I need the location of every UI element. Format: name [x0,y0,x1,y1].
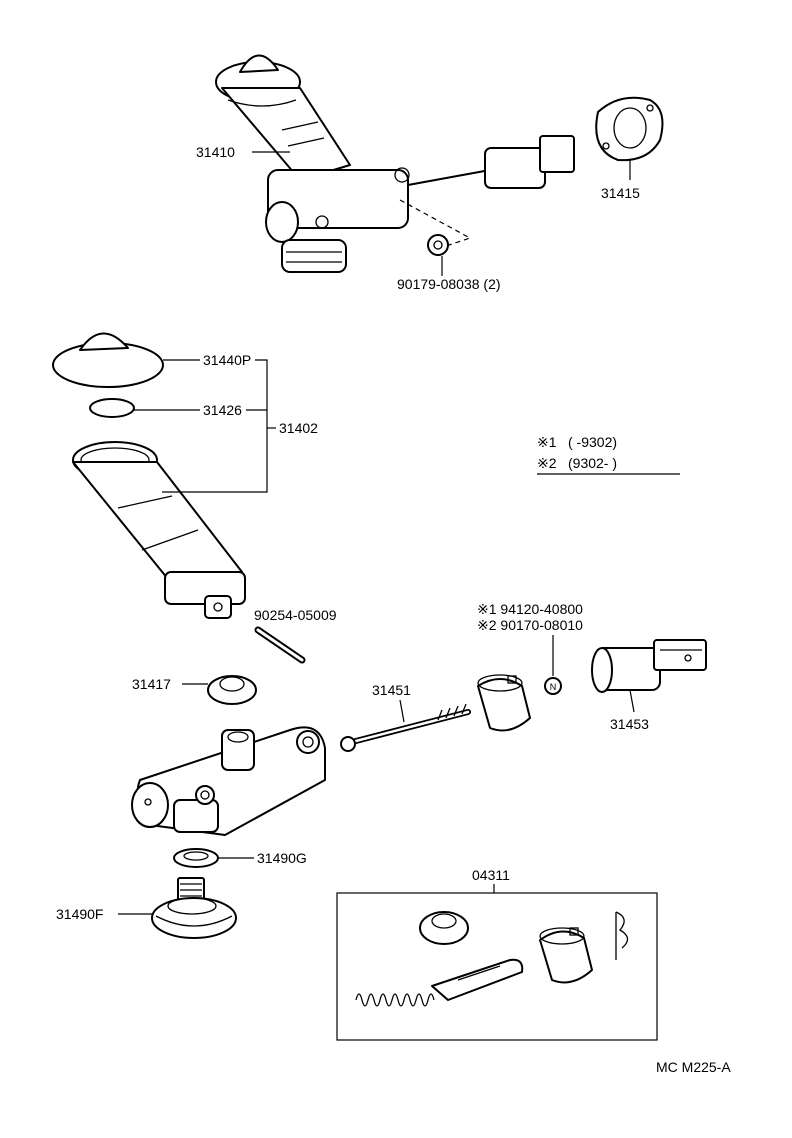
nut-marker [544,677,562,695]
nut-letter: N [550,682,557,692]
label-31451: 31451 [372,682,411,698]
label-94120: ※1 94120-40800 [477,601,583,617]
label-31402: 31402 [279,420,318,436]
label-04311: 04311 [472,867,510,883]
cylinder-body [131,726,326,836]
leader-31451 [399,699,405,723]
label-90254: 90254-05009 [254,607,337,623]
label-31426: 31426 [203,402,242,418]
kit-04311-box [336,892,658,1041]
bracket-31402 [162,359,268,493]
reservoir-cap-31440p [52,332,164,388]
note-1-mark: ※1 [537,434,557,450]
label-31490f: 31490F [56,906,103,922]
diagram-code: MC M225-A [656,1059,731,1075]
label-31415: 31415 [601,185,640,201]
cap-31490f [151,877,237,939]
kit-04311-contents [355,911,629,1007]
boot [477,674,531,732]
label-90179: 90179-08038 (2) [397,276,501,292]
leader-31453 [629,689,635,713]
label-31453: 31453 [610,716,649,732]
clevis-31453 [591,639,707,693]
gasket-31490g [173,848,219,868]
label-31410: 31410 [196,144,235,160]
reservoir-seal-31426 [89,398,135,418]
label-31440p: 31440P [203,352,251,368]
label-90170: ※2 90170-08010 [477,617,583,633]
reservoir-tank [72,441,246,619]
grommet-31417 [207,675,257,705]
label-31490g: 31490G [257,850,307,866]
note-2-mark: ※2 [537,455,557,471]
label-31417: 31417 [132,676,171,692]
note-2-range: (9302- ) [568,455,617,471]
master-cylinder-assembly-drawing [215,54,664,273]
note-1-range: ( -9302) [568,434,617,450]
